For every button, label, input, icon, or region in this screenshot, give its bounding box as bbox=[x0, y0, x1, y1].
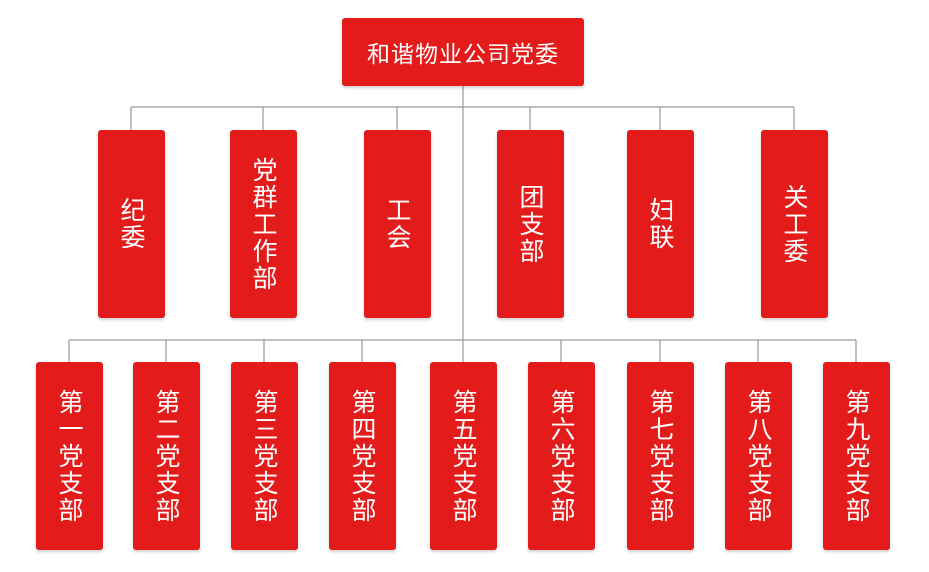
department-node-care-committee: 关工委 bbox=[761, 130, 828, 318]
branch-label: 第六党支部 bbox=[547, 388, 576, 524]
branch-connectors bbox=[68, 339, 857, 362]
root-label: 和谐物业公司党委 bbox=[367, 42, 559, 68]
department-node-youth-league: 团支部 bbox=[497, 130, 564, 318]
branch-node-6: 第六党支部 bbox=[528, 362, 595, 550]
branch-node-5: 第五党支部 bbox=[430, 362, 497, 550]
branch-label: 第八党支部 bbox=[744, 388, 773, 524]
department-label: 纪委 bbox=[117, 197, 146, 251]
department-node-womens-federation: 妇联 bbox=[627, 130, 694, 318]
branch-node-8: 第八党支部 bbox=[725, 362, 792, 550]
branch-label: 第七党支部 bbox=[646, 388, 675, 524]
department-node-party-affairs: 党群工作部 bbox=[230, 130, 297, 318]
branch-node-4: 第四党支部 bbox=[329, 362, 396, 550]
branch-label: 第一党支部 bbox=[55, 388, 84, 524]
branch-label: 第四党支部 bbox=[348, 388, 377, 524]
department-connectors bbox=[130, 106, 795, 130]
branch-node-1: 第一党支部 bbox=[36, 362, 103, 550]
department-node-discipline: 纪委 bbox=[98, 130, 165, 318]
root-node: 和谐物业公司党委 bbox=[342, 18, 584, 86]
department-label: 关工委 bbox=[780, 183, 809, 265]
department-label: 党群工作部 bbox=[249, 156, 278, 292]
branch-label: 第九党支部 bbox=[842, 388, 871, 524]
branch-node-3: 第三党支部 bbox=[231, 362, 298, 550]
department-label: 工会 bbox=[383, 197, 412, 251]
branch-label: 第三党支部 bbox=[250, 388, 279, 524]
department-label: 团支部 bbox=[516, 183, 545, 265]
branch-node-7: 第七党支部 bbox=[627, 362, 694, 550]
department-node-union: 工会 bbox=[364, 130, 431, 318]
department-label: 妇联 bbox=[646, 197, 675, 251]
branch-node-9: 第九党支部 bbox=[823, 362, 890, 550]
branch-label: 第五党支部 bbox=[449, 388, 478, 524]
branch-node-2: 第二党支部 bbox=[133, 362, 200, 550]
branch-label: 第二党支部 bbox=[152, 388, 181, 524]
